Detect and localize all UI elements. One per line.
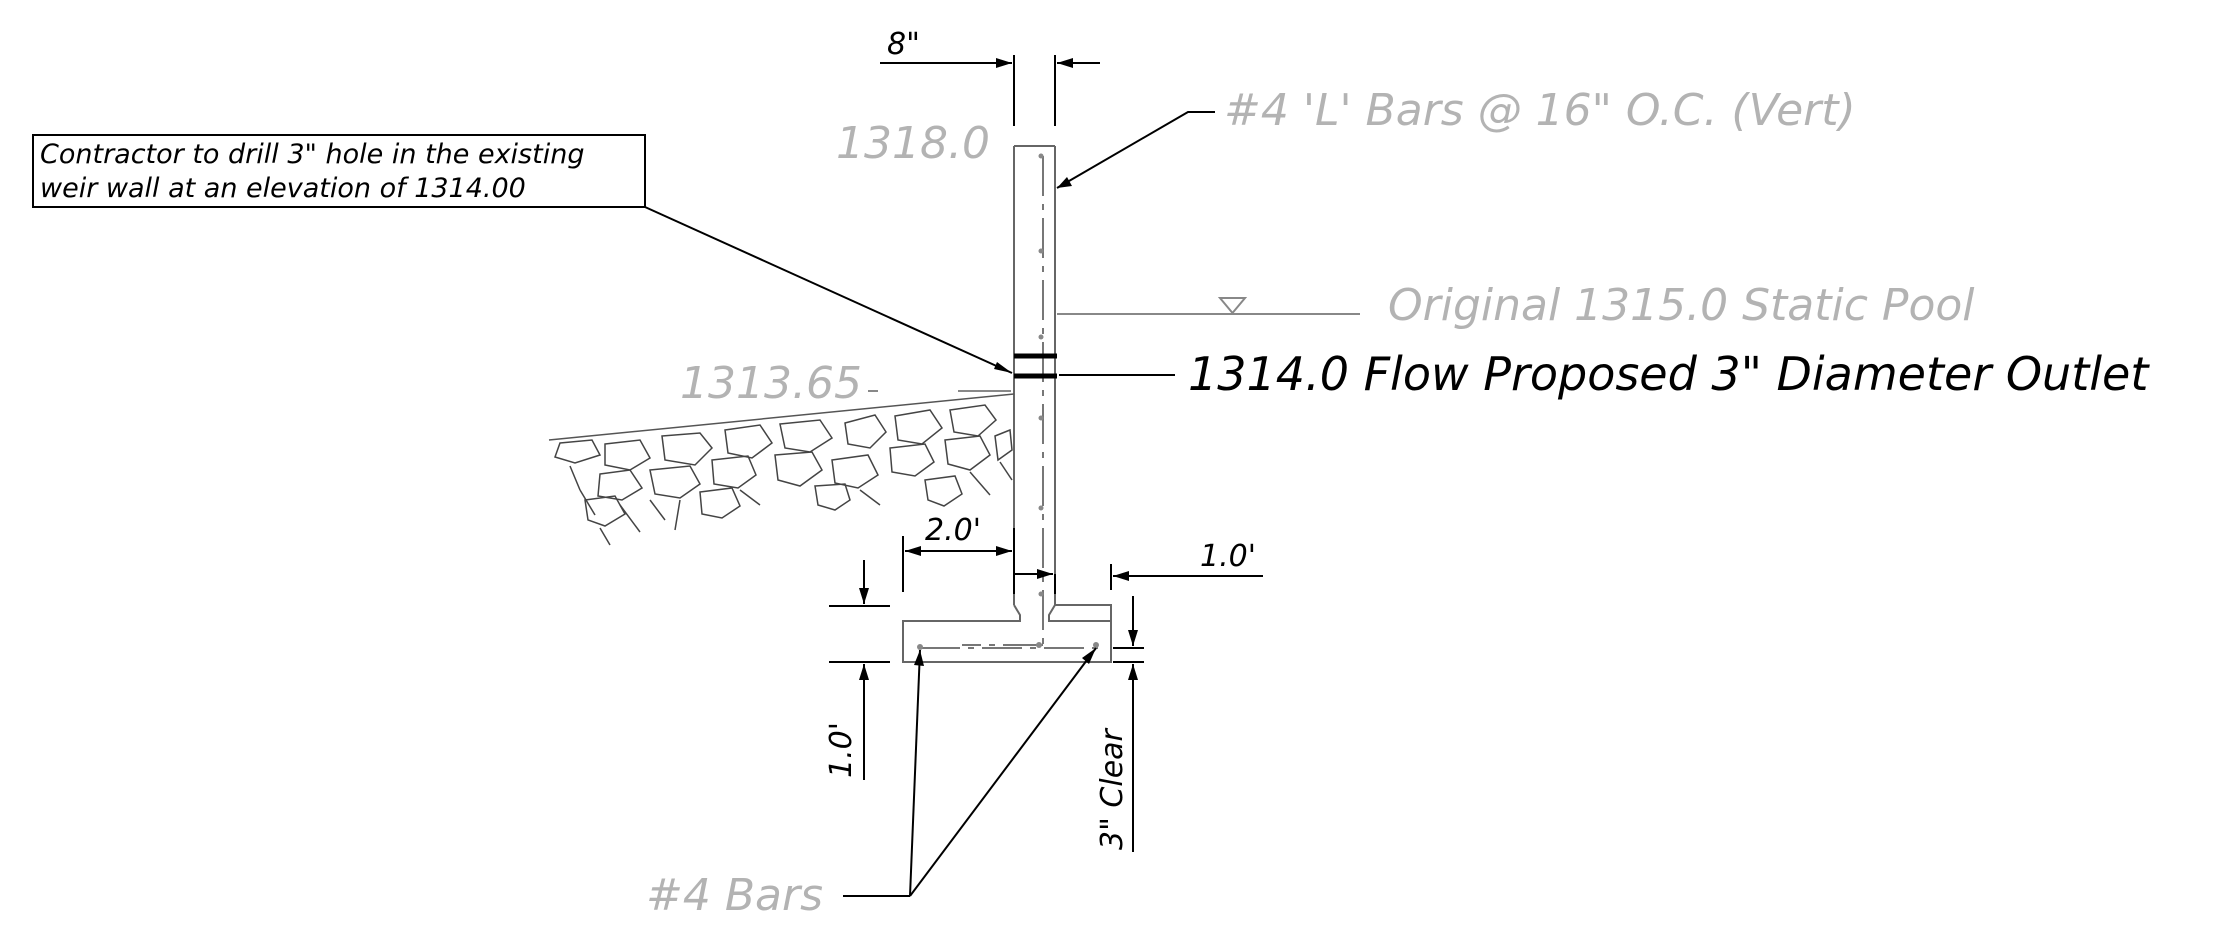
wall-rebar-dots (1038, 153, 1044, 597)
outlet-label: 1314.0 Flow Proposed 3" Diameter Outlet (1188, 347, 2150, 401)
ground-line (548, 393, 1015, 441)
note-line-1: Contractor to drill 3" hole in the exist… (40, 139, 584, 170)
wall-thickness-label: 8" (887, 27, 920, 62)
vertical-bars-label: #4 'L' Bars @ 16" O.C. (Vert) (1224, 85, 1856, 136)
riprap-stones (554, 404, 1013, 546)
dimension-lines (644, 55, 1360, 897)
static-pool-label: Original 1315.0 Static Pool (1388, 280, 1975, 331)
footing (902, 604, 1112, 663)
toe-width-label: 1.0' (1200, 539, 1256, 574)
note-line-2: weir wall at an elevation of 1314.00 (40, 173, 526, 204)
footing-rebar-dots (917, 642, 1099, 650)
heel-width-label: 2.0' (925, 513, 981, 548)
grade-elevation-label: 1313.65 (680, 358, 862, 409)
arrowheads (859, 58, 1138, 680)
outlet-hole-marker (1014, 353, 1057, 379)
footing-thickness-label: 1.0' (824, 722, 859, 778)
note-box (32, 134, 646, 208)
footing-bars-label: #4 Bars (646, 870, 823, 921)
water-surface-triangle-icon (1217, 297, 1248, 315)
top-elevation-label: 1318.0 (836, 118, 990, 169)
vertical-l-bar (962, 156, 1044, 646)
clear-cover-label: 3" Clear (1095, 727, 1130, 850)
